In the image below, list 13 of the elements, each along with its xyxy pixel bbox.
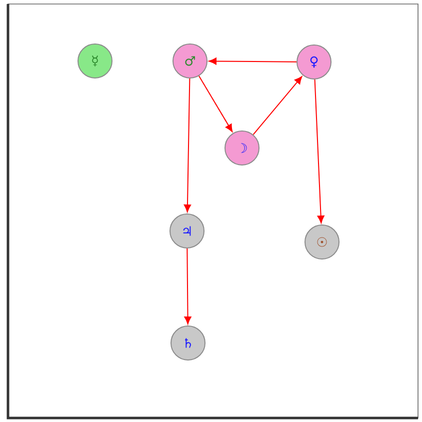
arrow (252, 76, 302, 136)
circle-node: ☉ (304, 224, 340, 260)
arrow (184, 78, 191, 212)
arrow (314, 78, 324, 224)
circle-node: ♄ (170, 326, 206, 360)
circle-node: ☿ (78, 44, 112, 78)
circle-node: ☽ (224, 130, 260, 166)
arrow (208, 58, 297, 65)
circle-node: ♂ (172, 44, 208, 78)
arrow (198, 76, 233, 132)
circle-node: ♀ (296, 44, 332, 80)
arrow (184, 248, 192, 324)
circle-node: ♃ (170, 214, 204, 248)
